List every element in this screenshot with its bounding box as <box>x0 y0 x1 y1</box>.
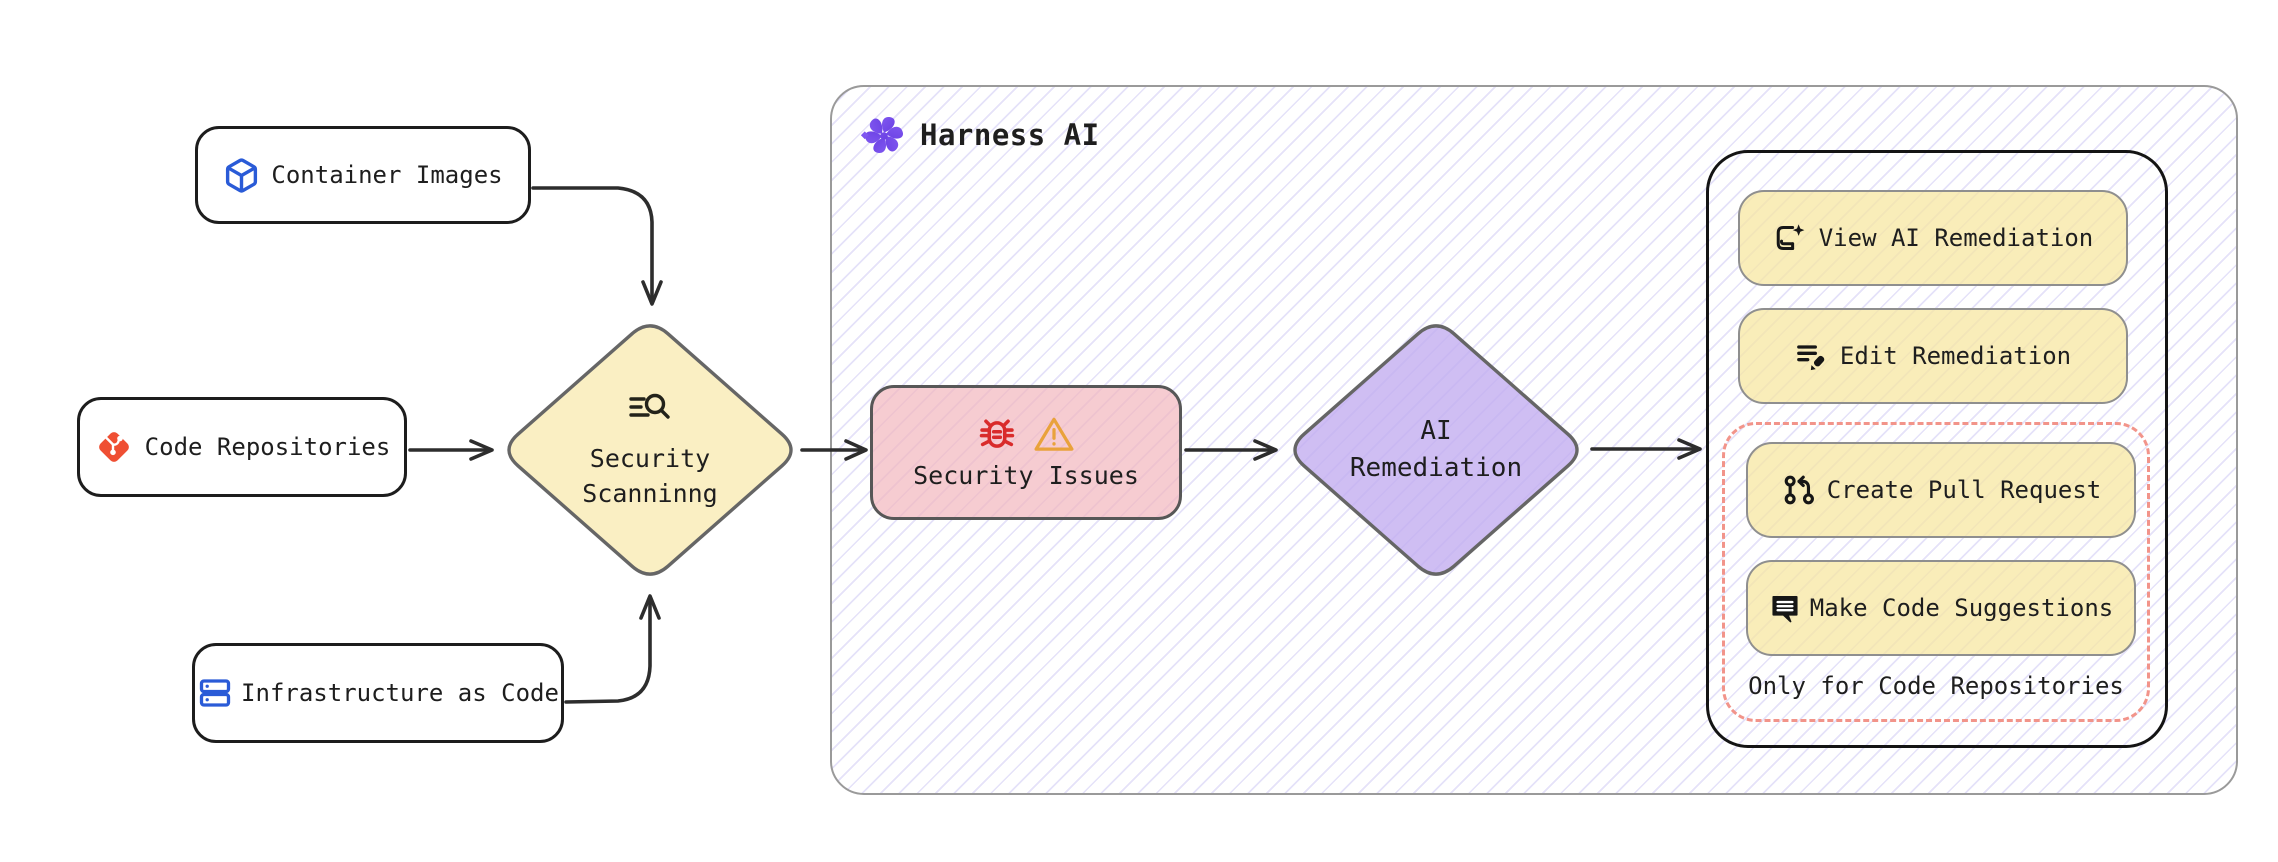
warning-triangle-icon <box>1034 417 1074 451</box>
harness-ai-label: Harness AI <box>861 112 1100 158</box>
diamond-content: AI Remediation <box>1280 312 1592 588</box>
node-label-line1: AI <box>1420 416 1452 446</box>
git-icon <box>98 432 129 462</box>
node-ai-remediation: AI Remediation <box>1280 312 1592 588</box>
button-label: Make Code Suggestions <box>1809 594 2114 622</box>
restriction-note: Only for Code Repositories <box>1748 672 2124 700</box>
node-label-line1: Security <box>589 444 711 473</box>
node-container-images: Container Images <box>195 126 531 224</box>
edit-remediation-button: Edit Remediation <box>1738 308 2128 404</box>
harness-ai-title: Harness AI <box>920 118 1100 152</box>
remediation-actions-container <box>1706 150 2168 748</box>
create-pull-request-button: Create Pull Request <box>1746 442 2136 538</box>
code-repositories-only-group <box>1722 422 2150 722</box>
button-label: View AI Remediation <box>1818 224 2094 252</box>
node-security-scanning: Security Scanninng <box>494 312 806 588</box>
node-label-line2: Remediation <box>1349 453 1523 483</box>
pull-request-icon <box>1784 475 1814 505</box>
make-code-suggestions-button: Make Code Suggestions <box>1746 560 2136 656</box>
scan-search-icon <box>629 393 670 419</box>
diamond-shape <box>1293 324 1579 576</box>
node-label: Container Images <box>271 161 503 189</box>
view-ai-remediation-button: View AI Remediation <box>1738 190 2128 286</box>
node-security-issues: Security Issues <box>870 385 1182 520</box>
arrow-container-images-to-scanning <box>531 186 663 306</box>
code-comment-icon <box>1772 596 1798 623</box>
bug-icon <box>979 419 1015 448</box>
arrow-code-repositories-to-scanning <box>408 439 494 461</box>
harness-ai-logo-icon <box>861 116 903 154</box>
lines-pencil-icon <box>1797 344 1825 370</box>
button-label: Edit Remediation <box>1839 342 2072 370</box>
node-code-repositories: Code Repositories <box>77 397 407 497</box>
book-sparkle-icon <box>1776 224 1805 250</box>
arrow-iac-to-scanning <box>564 594 661 704</box>
package-cube-icon <box>226 157 258 193</box>
diamond-shape <box>507 324 793 576</box>
node-label-line2: Scanninng <box>582 479 718 508</box>
diamond-content: Security Scanninng <box>494 312 806 588</box>
node-label: Infrastructure as Code <box>241 679 559 707</box>
node-infrastructure-as-code: Infrastructure as Code <box>192 643 564 743</box>
security-issues-icons <box>976 415 1076 454</box>
server-stack-icon <box>199 679 231 707</box>
node-label: Code Repositories <box>144 433 391 461</box>
node-label: Security Issues <box>913 461 1139 490</box>
button-label: Create Pull Request <box>1826 476 2102 504</box>
